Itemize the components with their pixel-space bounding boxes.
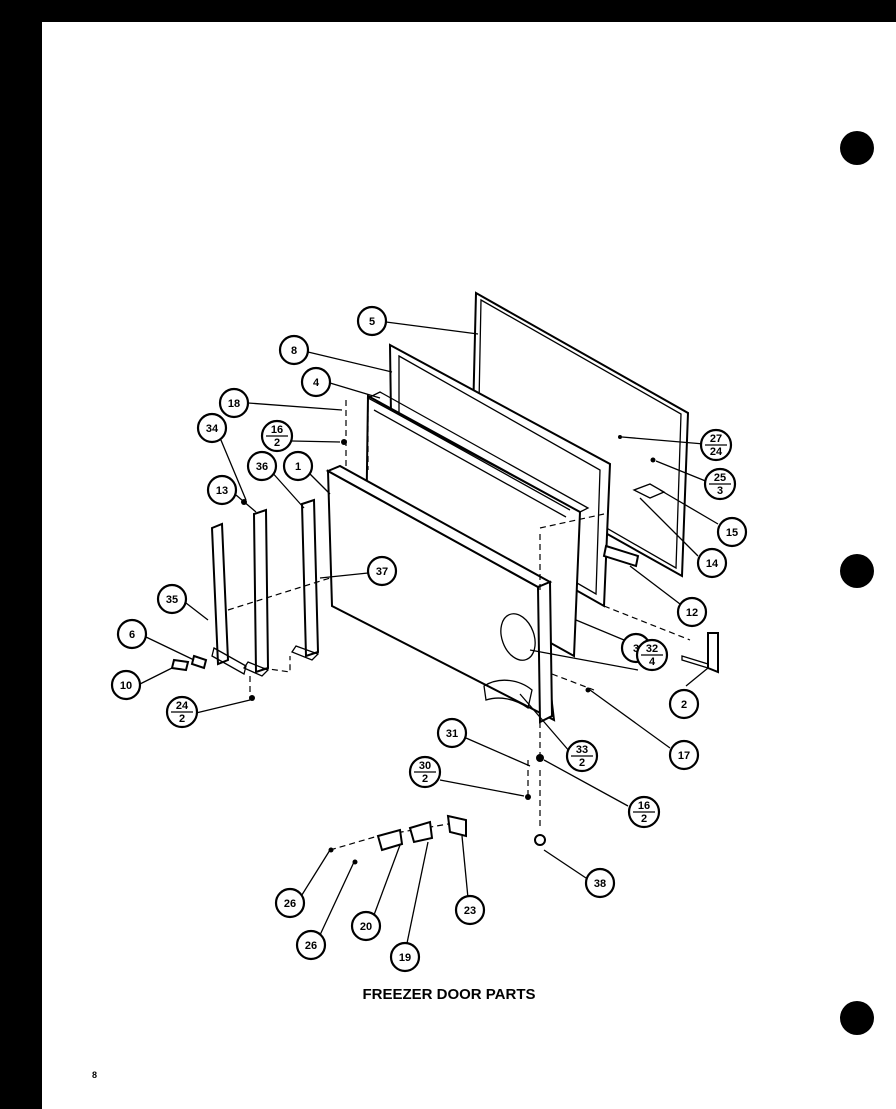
svg-text:33: 33 — [576, 744, 588, 756]
registration-dot-top — [840, 131, 874, 165]
callout-36: 36 — [246, 450, 278, 482]
svg-text:2: 2 — [681, 699, 687, 711]
callout-32-4: 324 — [635, 638, 669, 672]
callout-6: 6 — [116, 618, 148, 650]
svg-text:12: 12 — [686, 607, 698, 619]
callout-16-2-lower: 162 — [627, 795, 661, 829]
svg-text:23: 23 — [464, 905, 476, 917]
svg-text:20: 20 — [360, 921, 372, 933]
bottom-hinge-assembly — [249, 439, 591, 865]
callout-23: 23 — [454, 894, 486, 926]
svg-text:10: 10 — [120, 680, 132, 692]
svg-text:1: 1 — [295, 461, 301, 473]
svg-text:31: 31 — [446, 728, 458, 740]
svg-text:16: 16 — [271, 424, 283, 436]
registration-dot-middle — [840, 554, 874, 588]
callout-10: 10 — [110, 669, 142, 701]
svg-text:32: 32 — [646, 643, 658, 655]
callout-35: 35 — [156, 583, 188, 615]
svg-text:8: 8 — [291, 345, 297, 357]
svg-text:5: 5 — [369, 316, 375, 328]
svg-text:2: 2 — [641, 813, 647, 825]
svg-text:24: 24 — [710, 446, 723, 458]
callout-25-3: 253 — [703, 467, 737, 501]
diagram-title: FREEZER DOOR PARTS — [362, 986, 535, 1003]
callout-19: 19 — [389, 941, 421, 973]
svg-text:35: 35 — [166, 594, 178, 606]
part-6-10-caps — [170, 654, 208, 672]
svg-text:6: 6 — [129, 629, 135, 641]
svg-text:17: 17 — [678, 750, 690, 762]
callout-1: 1 — [282, 450, 314, 482]
svg-text:27: 27 — [710, 433, 722, 445]
part-2-bracket — [681, 632, 719, 674]
callout-17: 17 — [668, 739, 700, 771]
svg-text:25: 25 — [714, 472, 726, 484]
svg-text:2: 2 — [422, 773, 428, 785]
callout-12: 12 — [676, 596, 708, 628]
callout-18: 18 — [218, 387, 250, 419]
callout-5: 5 — [356, 305, 388, 337]
svg-text:15: 15 — [726, 527, 738, 539]
callout-26-lower: 26 — [295, 929, 327, 961]
svg-text:24: 24 — [176, 700, 189, 712]
registration-dot-bottom — [840, 1001, 874, 1035]
svg-text:19: 19 — [399, 952, 411, 964]
svg-text:4: 4 — [313, 377, 320, 389]
callout-34: 34 — [196, 412, 228, 444]
callout-31: 31 — [436, 717, 468, 749]
callout-24-2: 242 — [165, 695, 199, 729]
callout-38: 38 — [584, 867, 616, 899]
svg-text:2: 2 — [179, 713, 185, 725]
part-35-left-strip — [210, 522, 247, 675]
part-12-rail — [602, 544, 640, 568]
svg-text:3: 3 — [717, 485, 723, 497]
part-1-door-panel — [325, 464, 556, 724]
callout-20: 20 — [350, 910, 382, 942]
svg-text:4: 4 — [649, 656, 656, 668]
callout-15: 15 — [716, 516, 748, 548]
svg-text:2: 2 — [274, 437, 280, 449]
svg-text:30: 30 — [419, 760, 431, 772]
callout-37: 37 — [366, 555, 398, 587]
callout-2: 2 — [668, 688, 700, 720]
svg-text:18: 18 — [228, 398, 240, 410]
svg-text:13: 13 — [216, 485, 228, 497]
svg-text:3: 3 — [633, 643, 639, 655]
svg-text:38: 38 — [594, 878, 606, 890]
svg-text:34: 34 — [206, 423, 219, 435]
part-36-channel-strip — [291, 498, 320, 661]
svg-text:16: 16 — [638, 800, 650, 812]
leader-lines — [139, 321, 719, 949]
callout-14: 14 — [696, 547, 728, 579]
callout-8: 8 — [278, 334, 310, 366]
callout-26-upper: 26 — [274, 887, 306, 919]
svg-text:14: 14 — [706, 558, 719, 570]
svg-text:26: 26 — [305, 940, 317, 952]
callout-16-2-upper: 162 — [260, 419, 294, 453]
part-13-34-hinge-strip — [241, 499, 270, 677]
svg-text:37: 37 — [376, 566, 388, 578]
svg-text:36: 36 — [256, 461, 268, 473]
svg-text:2: 2 — [579, 757, 585, 769]
svg-text:26: 26 — [284, 898, 296, 910]
callout-30-2: 302 — [408, 755, 442, 789]
callout-33-2: 332 — [565, 739, 599, 773]
callout-13: 13 — [206, 474, 238, 506]
callout-4: 4 — [300, 366, 332, 398]
page-number: 8 — [92, 1070, 97, 1080]
